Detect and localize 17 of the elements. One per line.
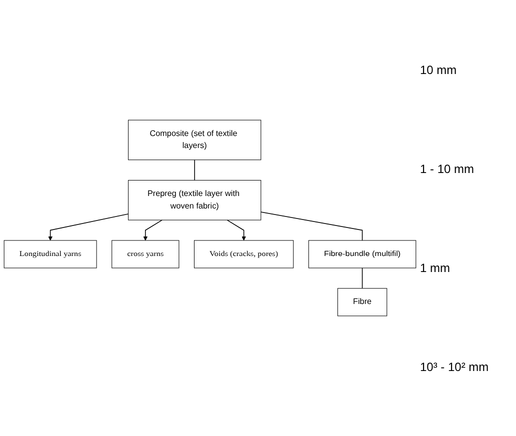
node-box: Voids (cracks, pores) [194,240,294,268]
connector [260,212,363,241]
node-box: cross yarns [112,240,180,268]
connector [194,159,195,181]
connector [362,268,363,289]
scale-label: 10 mm [420,62,458,76]
node-box: Fibre [337,288,388,316]
node-box: Longitudinal yarns [4,240,97,268]
scale-label: 10³ - 10² mm [420,360,490,374]
arrow [226,220,246,241]
node-box: Composite (set of textile layers) [128,120,262,160]
scale-label: 1 mm [420,260,451,274]
node-box: Prepreg (textile layer with woven fabric) [128,180,262,220]
node-box: Fibre-bundle (multifil) [308,240,416,268]
arrow [48,214,129,241]
arrow [143,220,162,241]
scale-label: 1 - 10 mm [420,162,476,176]
